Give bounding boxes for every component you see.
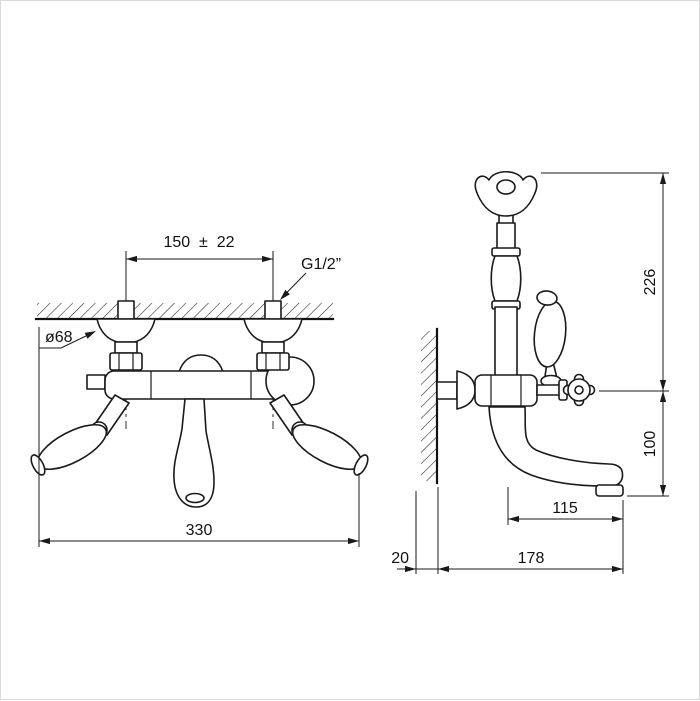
- side-view: [421, 170, 624, 497]
- left-hex-nut: [109, 352, 143, 371]
- side-handle-cap: [536, 290, 558, 306]
- diverter-center: [574, 385, 584, 395]
- left-wall-stud: [117, 300, 135, 320]
- dim-overall-depth: 178: [518, 550, 545, 567]
- dim-spout-reach: 115: [552, 500, 578, 517]
- arrowhead: [659, 173, 667, 184]
- right-wall-stud: [264, 300, 282, 320]
- arrowhead: [659, 391, 667, 402]
- front-view-dimensions: 150 ± 22 G1/2” ø68 330: [38, 234, 360, 547]
- right-escutcheon: [243, 318, 303, 343]
- arrowhead: [659, 485, 667, 496]
- side-view-dimensions: 226 100 115 20 178: [391, 172, 669, 574]
- spout-side: [488, 406, 624, 487]
- riser-neck: [496, 222, 516, 252]
- right-handle-end-cap: [353, 454, 369, 476]
- right-adjuster: [261, 341, 285, 354]
- riser-pipe: [494, 306, 518, 378]
- arrowhead: [659, 380, 667, 391]
- arrowhead: [84, 331, 96, 339]
- dim-thread-size: G1/2”: [301, 256, 341, 273]
- dim-overall-width: 330: [186, 522, 213, 539]
- dim-flange-diameter: ø68: [45, 329, 73, 346]
- left-adjuster: [114, 341, 138, 354]
- arrowhead: [612, 565, 623, 573]
- side-wall-stud: [436, 381, 458, 400]
- spout-aerator: [595, 484, 624, 497]
- arrowhead: [438, 565, 449, 573]
- front-wall-hatch: [37, 303, 333, 319]
- arrowhead: [612, 515, 623, 523]
- riser-collar-top: [491, 247, 521, 257]
- dim-center-distance: 150 ± 22: [163, 234, 234, 251]
- dim-spout-height: 100: [642, 431, 659, 458]
- side-wall-hatch: [421, 331, 437, 481]
- diverter-stem: [536, 384, 562, 396]
- dim-wall-offset: 20: [391, 550, 409, 567]
- arrowhead: [126, 255, 137, 263]
- left-outlet-stub: [86, 374, 106, 390]
- front-view: [30, 300, 369, 508]
- riser-ornament: [490, 255, 522, 302]
- side-handle-grip: [533, 300, 567, 368]
- center-dome: [178, 354, 224, 373]
- left-escutcheon: [96, 318, 156, 343]
- arrowhead: [39, 537, 50, 545]
- left-handle-end-cap: [30, 454, 46, 476]
- dim-height-total: 226: [642, 269, 659, 296]
- spout-outlet: [185, 492, 205, 504]
- arrowhead: [262, 255, 273, 263]
- cradle-dome: [496, 179, 516, 195]
- arrowhead: [280, 289, 290, 300]
- side-mixer-body: [474, 374, 538, 407]
- spout-front: [173, 398, 215, 508]
- arrowhead: [508, 515, 519, 523]
- arrowhead: [348, 537, 359, 545]
- leader-line: [39, 335, 88, 349]
- right-hex-nut: [256, 352, 290, 371]
- side-escutcheon: [456, 370, 476, 410]
- arrowhead: [405, 565, 416, 573]
